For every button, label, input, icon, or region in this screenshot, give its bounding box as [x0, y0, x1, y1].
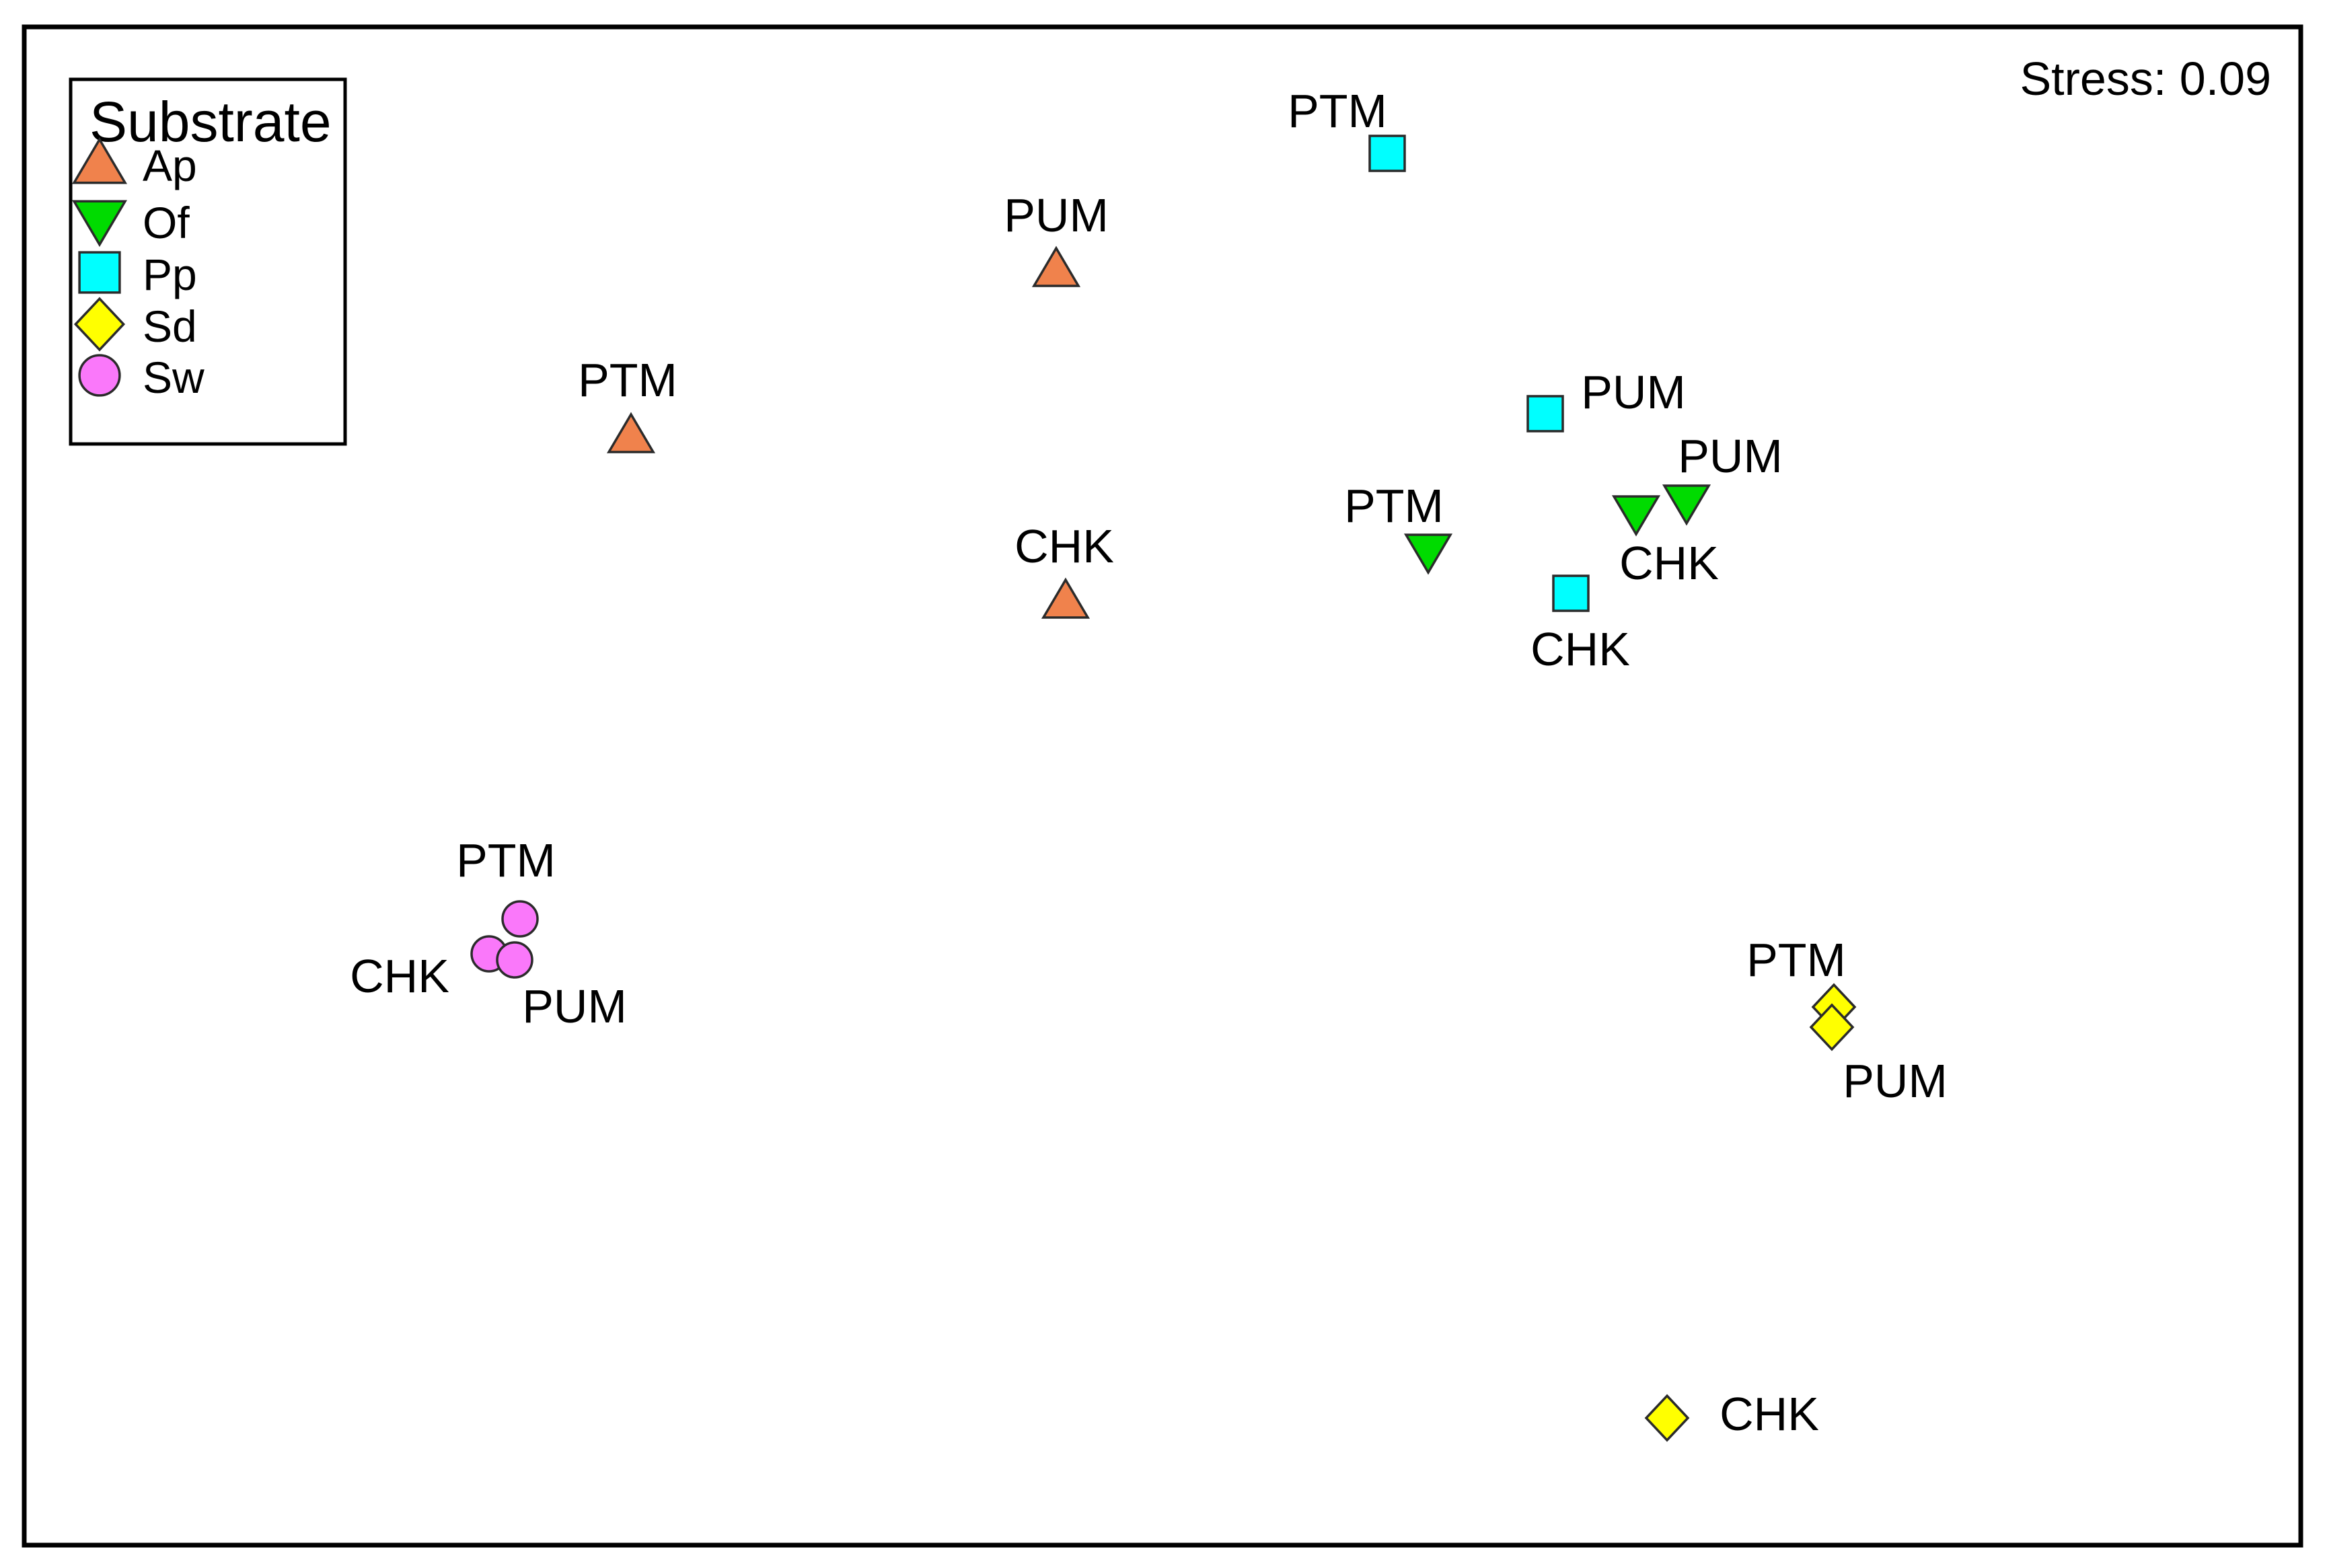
label-of-chk: CHK — [1619, 537, 1719, 589]
marker-ap-ptm — [606, 412, 656, 453]
marker-sd-chk — [1644, 1394, 1690, 1442]
marker-sw-ptm — [501, 900, 539, 938]
label-ap-ptm: PTM — [578, 354, 677, 406]
marker-ap-pum — [1031, 246, 1081, 287]
marker-pp-pum — [1526, 395, 1564, 433]
marker-ap-chk — [1041, 577, 1091, 619]
legend-title: Substrate — [89, 90, 332, 153]
legend-item-sw: Sw — [78, 352, 205, 402]
label-sd-pum: PUM — [1843, 1055, 1948, 1107]
marker-pp-ptm — [1368, 135, 1406, 172]
label-pp-pum: PUM — [1581, 366, 1686, 418]
legend-item-of: Of — [71, 198, 190, 248]
label-sw-ptm: PTM — [456, 834, 556, 887]
label-pp-ptm: PTM — [1288, 85, 1387, 137]
marker-of-ptm — [1403, 533, 1453, 575]
marker-of-chk — [1611, 495, 1661, 537]
label-sw-pum: PUM — [522, 980, 627, 1033]
legend-item-sd: Sd — [73, 297, 197, 352]
label-sd-ptm: PTM — [1746, 934, 1846, 986]
marker-sw-pum — [496, 941, 533, 979]
legend-item-label: Ap — [143, 141, 197, 190]
diamond-icon — [73, 297, 126, 352]
marker-of-pum — [1662, 484, 1711, 526]
data-labels-layer: PUM PTM CHK PTM CHK PUM PTM PUM CHK PTM PUM CHK PTM C… — [350, 85, 1948, 1440]
label-of-pum: PUM — [1678, 430, 1783, 482]
square-icon — [78, 251, 121, 294]
label-sd-chk: CHK — [1720, 1388, 1819, 1440]
legend-item-label: Pp — [143, 250, 197, 299]
label-of-ptm: PTM — [1344, 480, 1444, 532]
legend-item-label: Sd — [143, 301, 197, 351]
marker-pp-chk — [1552, 574, 1590, 612]
triangle-up-icon — [71, 137, 128, 184]
marker-sd-pum — [1809, 1003, 1855, 1051]
label-sw-chk: CHK — [350, 950, 449, 1002]
triangle-down-icon — [71, 200, 128, 248]
legend-item-ap: Ap — [71, 137, 197, 190]
data-points-layer — [470, 135, 1857, 1442]
label-ap-chk: CHK — [1014, 520, 1114, 572]
circle-icon — [78, 354, 121, 397]
legend-item-label: Sw — [143, 352, 205, 402]
label-ap-pum: PUM — [1004, 189, 1109, 241]
legend-item-label: Of — [143, 198, 190, 248]
legend-item-pp: Pp — [78, 250, 197, 299]
stress-annotation: Stress: 0.09 — [2020, 52, 2271, 105]
plot-border — [22, 24, 2303, 1548]
label-pp-chk: CHK — [1530, 623, 1630, 675]
